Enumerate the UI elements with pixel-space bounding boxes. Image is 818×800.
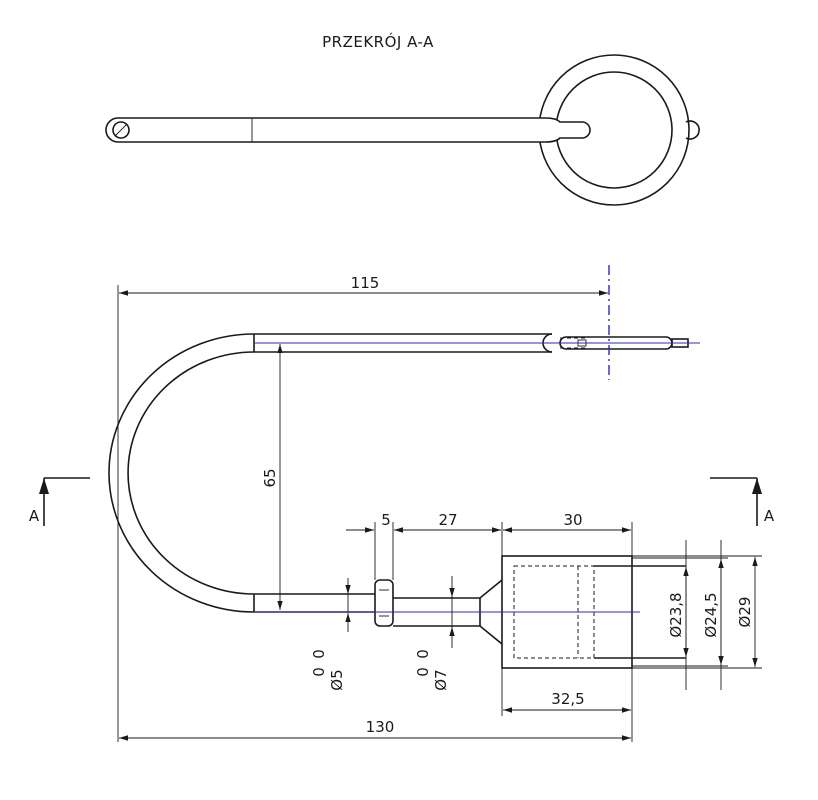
section-view [105,54,700,206]
section-marker-left: A [29,477,90,526]
tolerance: 0 [310,667,328,677]
bend-inner [127,351,255,595]
marker-arrow-head [39,478,49,494]
dim-label: Ø5 [328,669,346,690]
dim-label: 27 [438,511,457,529]
rod-end-slot [114,123,128,137]
dim-30: 30 [503,511,633,556]
diameter-symbol: Ø [328,679,346,691]
dim-32-5: 32,5 [501,668,633,742]
dim-value: 29 [736,597,754,616]
dim-value: 5 [328,669,346,679]
dim-label: 32,5 [551,690,584,708]
dim-115: 115 [117,274,608,742]
dim-dia-23-8: Ø23,8 [667,540,689,690]
dim-label: 115 [351,274,380,292]
marker-label: A [764,507,775,525]
section-marker-right: A [710,477,775,526]
dim-label: Ø7 [432,669,450,690]
diameter-symbol: Ø [667,626,685,638]
dim-label: 65 [261,468,279,487]
bend-outer [108,333,255,613]
dim-value: 24,5 [702,592,720,625]
dim-label: 5 [381,511,391,529]
dim-value: 23,8 [667,592,685,625]
tolerance: 0 [310,649,328,659]
dim-value: 7 [432,669,450,679]
dim-dia-7: Ø7 0 0 [414,576,455,691]
dim-label: 130 [366,718,395,736]
dim-130: 130 [119,718,631,741]
main-view [108,265,700,669]
marker-label: A [29,507,40,525]
diameter-symbol: Ø [432,679,450,691]
dim-dia-29: Ø29 [632,555,762,669]
dim-label: Ø23,8 [667,592,685,637]
dim-dia-5: Ø5 0 0 [310,578,351,691]
dim-label: Ø29 [736,597,754,628]
dim-label: 30 [563,511,582,529]
tolerance: 0 [414,667,432,677]
rod-end-cap [112,121,130,139]
rod-section [105,117,591,143]
dim-5-27: 5 27 [346,511,503,580]
dim-dia-24-5: Ø24,5 [632,540,728,690]
tolerance: 0 [414,649,432,659]
dim-label: Ø24,5 [702,592,720,637]
marker-arrow-head [752,478,762,494]
ring-tab [685,120,700,140]
section-title: PRZEKRÓJ A-A [322,32,434,51]
collar [374,579,394,627]
dim-65: 65 [261,344,283,610]
diameter-symbol: Ø [736,615,754,627]
diameter-symbol: Ø [702,626,720,638]
